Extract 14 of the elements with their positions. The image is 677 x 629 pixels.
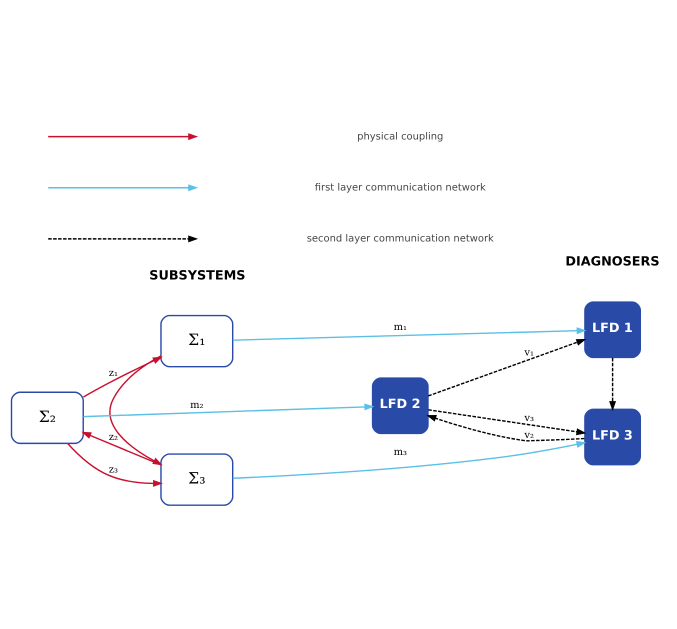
label: SUBSYSTEMS — [149, 268, 246, 284]
legend-label: physical coupling — [357, 131, 444, 142]
edge-label: v₂ — [524, 430, 534, 441]
edge-label: z₃ — [108, 464, 118, 476]
legend-label: first layer communication network — [314, 182, 486, 194]
edge-label: v₃ — [524, 412, 534, 424]
edge-label: m₁ — [394, 322, 407, 333]
label: DIAGNOSERS — [565, 254, 660, 270]
edge-label: m₃ — [394, 446, 407, 458]
edge-label: z₂ — [108, 432, 118, 443]
edge-label: z₁ — [108, 368, 118, 380]
edge-label: m₂ — [190, 400, 204, 412]
legend-label: second layer communication network — [306, 234, 494, 245]
edge-label: v₁ — [524, 347, 534, 358]
